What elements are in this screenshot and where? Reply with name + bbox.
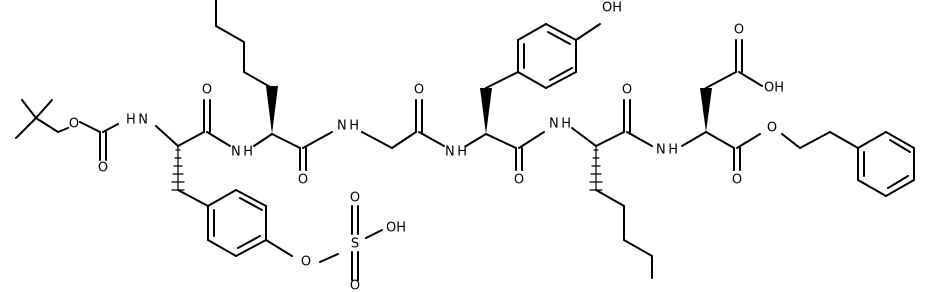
- atom-o-tyr1-carbonyl: O: [202, 83, 212, 98]
- sulfotyrosine-residue: [155, 99, 383, 281]
- glycine-residue: [361, 99, 445, 149]
- phenethyl-ester: [781, 131, 915, 197]
- atom-nh-nle1: N H: [231, 145, 253, 160]
- atom-oh-acid: OH: [764, 81, 784, 96]
- atom-o-acid-carbonyl: O: [734, 23, 744, 38]
- atom-nh-gly: N H: [337, 119, 359, 134]
- atom-oh-sulfate: OH: [386, 221, 406, 236]
- atom-o-boc-ether: O: [69, 117, 79, 132]
- norleucine-residue-2: [571, 99, 653, 279]
- atom-o-sulfate-bottom: O: [350, 279, 360, 292]
- atom-o-tyr2-carbonyl: O: [514, 173, 524, 188]
- atom-o-nle1-carbonyl: O: [298, 173, 308, 188]
- tyrosine-residue: [465, 23, 601, 171]
- atom-o-nle2-carbonyl: O: [622, 83, 632, 98]
- atom-o-gly-carbonyl: O: [414, 83, 424, 98]
- norleucine-residue-1: [215, 0, 333, 171]
- boc-group: [15, 99, 119, 161]
- atom-oh-phenol: OH: [602, 1, 622, 16]
- atom-nh-tyr2: N H: [445, 145, 467, 160]
- aspartate-residue: [681, 39, 763, 171]
- atom-nh-asp: N H: [656, 143, 678, 158]
- atom-o-sulfate-top: O: [350, 191, 360, 206]
- atom-nh-boc: H N: [126, 113, 148, 128]
- atom-s-sulfate: S: [351, 237, 359, 252]
- atom-o-sulfate-link: O: [301, 255, 311, 270]
- atom-o-ester: O: [767, 121, 777, 136]
- atom-o-boc-carbonyl: O: [98, 161, 108, 176]
- atom-nh-nle2: N H: [549, 117, 571, 132]
- atom-o-ester-carbonyl: O: [732, 173, 742, 188]
